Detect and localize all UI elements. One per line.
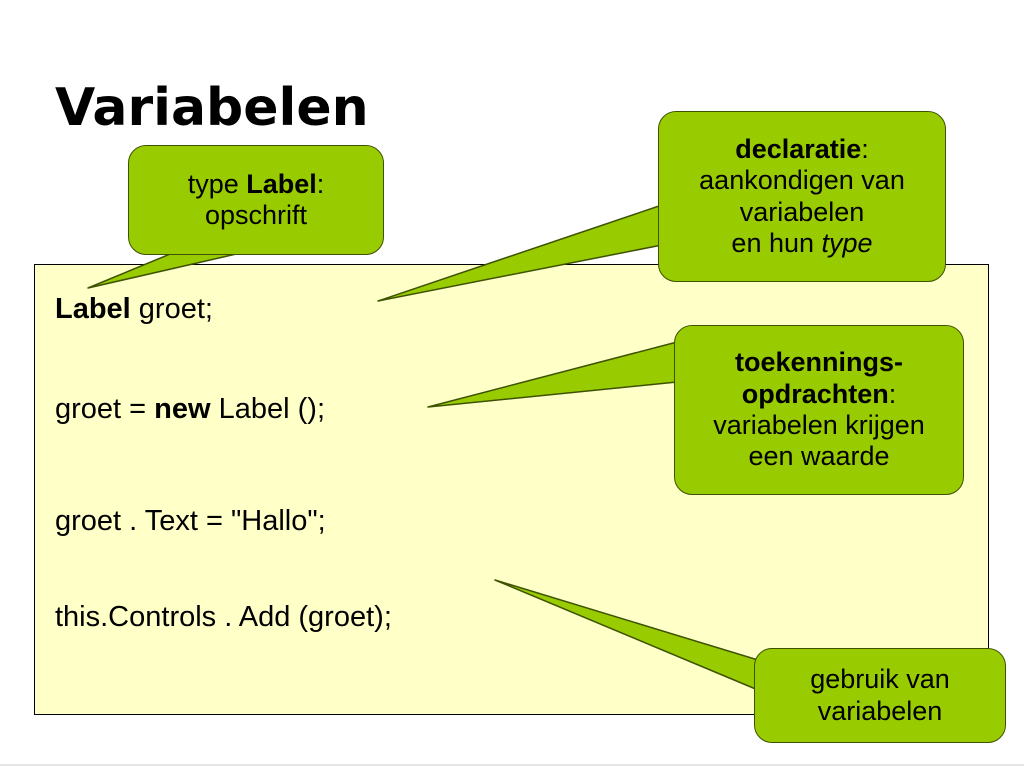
bottom-divider xyxy=(0,764,1024,766)
pointer-type-label xyxy=(87,251,246,289)
callout-declaratie: declaratie: aankondigen van variabelen e… xyxy=(658,111,946,282)
callout-line: type Label: xyxy=(187,168,325,199)
code-keyword-label: Label xyxy=(55,293,131,325)
pointer-toekenning xyxy=(427,341,678,408)
callout-line: variabelen xyxy=(739,196,865,227)
code-line-declaration: Label groet; xyxy=(55,293,213,326)
callout-line: toekennings- xyxy=(734,347,903,378)
callout-gebruik: gebruik van variabelen xyxy=(754,648,1006,743)
code-keyword-new: new xyxy=(154,393,211,425)
callout-line: opdrachten: xyxy=(741,378,897,409)
callout-line: en hun type xyxy=(731,227,873,258)
code-text: groet; xyxy=(130,293,213,325)
slide-title: Variabelen xyxy=(55,78,369,138)
code-text: Label (); xyxy=(210,393,326,425)
callout-line: variabelen krijgen xyxy=(713,410,925,440)
callout-line: variabelen xyxy=(817,695,943,726)
callout-line: een waarde xyxy=(748,441,890,472)
code-line-assignment: groet = new Label (); xyxy=(55,393,325,426)
pointer-declaratie xyxy=(377,204,663,302)
callout-line: aankondigen van xyxy=(699,165,905,196)
callout-line: declaratie: xyxy=(735,133,869,164)
callout-toekenning: toekennings- opdrachten: variabelen krij… xyxy=(674,325,964,495)
callout-line: gebruik van xyxy=(810,664,950,695)
callout-line: opschrift xyxy=(204,200,308,230)
callout-type-label: type Label: opschrift xyxy=(128,145,384,255)
pointer-gebruik xyxy=(494,579,759,691)
code-line-text-assignment: groet . Text = "Hallo"; xyxy=(55,505,326,537)
code-text: groet = xyxy=(55,393,155,425)
code-line-add-control: this.Controls . Add (groet); xyxy=(55,601,392,633)
